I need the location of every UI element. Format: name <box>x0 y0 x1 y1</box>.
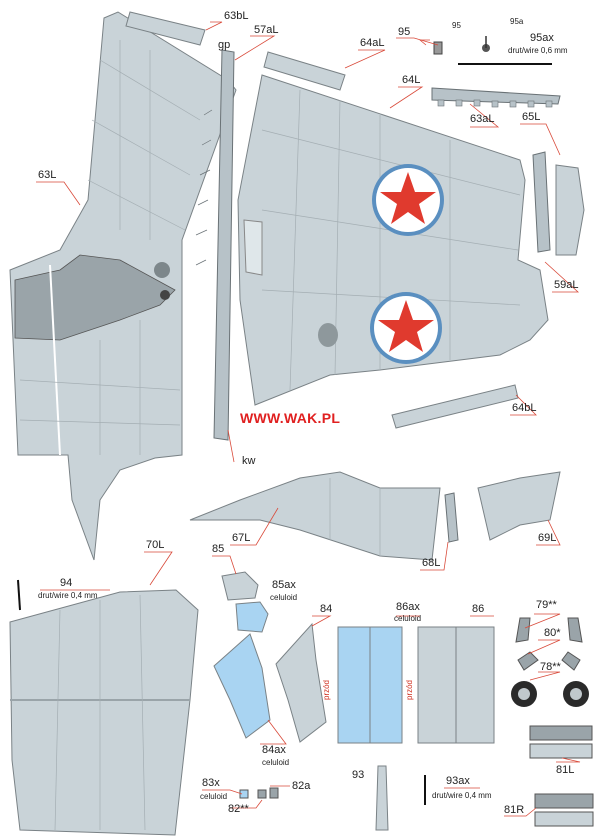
label-64aL: 64aL <box>360 37 385 49</box>
part-64aL <box>263 51 346 91</box>
label-63bL: 63bL <box>224 10 249 22</box>
label-83x: 83x <box>202 777 220 789</box>
part-64L <box>237 74 549 406</box>
label-85: 85 <box>212 543 225 555</box>
label-70L: 70L <box>146 539 165 551</box>
label-84: 84 <box>320 603 333 615</box>
label-86ax: 86ax <box>396 601 420 613</box>
part-63bL <box>125 11 206 46</box>
label-82: 82** <box>228 803 249 815</box>
label-65L: 65L <box>522 111 541 123</box>
label-celuloid-84ax: celuloid <box>262 758 290 767</box>
label-85ax: 85ax <box>272 579 296 591</box>
label-84ax: 84ax <box>262 744 286 756</box>
label-93ax: 93ax <box>446 775 470 787</box>
label-86: 86 <box>472 603 485 615</box>
label-przod-86ax: przód <box>322 679 331 700</box>
label-78: 78** <box>540 661 561 673</box>
label-celuloid-86ax: celuloid <box>394 614 422 623</box>
label-95-top: 95 <box>452 21 461 30</box>
label-80: 80* <box>544 627 561 639</box>
label-81R: 81R <box>504 804 525 816</box>
label-64bL: 64bL <box>512 402 537 414</box>
label-kw: kw <box>242 455 256 467</box>
label-67L: 67L <box>232 532 251 544</box>
label-celuloid-83x: celuloid <box>200 792 228 801</box>
label-95ax: 95ax <box>530 32 554 44</box>
label-93: 93 <box>352 769 365 781</box>
part-70L <box>9 589 199 836</box>
label-82a: 82a <box>292 780 311 792</box>
label-95a: 95a <box>510 17 524 26</box>
label-celuloid-85ax: celuloid <box>270 593 298 602</box>
label-57aL: 57aL <box>254 24 279 36</box>
label-przod-86: przód <box>405 679 414 700</box>
website-watermark[interactable]: WWW.WAK.PL <box>240 410 341 426</box>
part-64bL <box>391 384 519 429</box>
label-63L: 63L <box>38 169 57 181</box>
label-69L: 69L <box>538 532 557 544</box>
label-68L: 68L <box>422 557 441 569</box>
part-65L <box>555 164 585 256</box>
label-93ax-note: drut/wire 0,4 mm <box>432 791 492 800</box>
part-67L <box>189 471 441 561</box>
part-57aL <box>213 49 235 441</box>
label-gp: gp <box>218 39 231 51</box>
label-94: 94 <box>60 577 73 589</box>
label-63aL: 63aL <box>470 113 495 125</box>
label-79: 79** <box>536 599 557 611</box>
part-69L <box>477 471 561 541</box>
label-81L: 81L <box>556 764 575 776</box>
label-95ax-note: drut/wire 0,6 mm <box>508 46 568 55</box>
label-94-note: drut/wire 0,4 mm <box>38 591 98 600</box>
label-64L: 64L <box>402 74 421 86</box>
part-63aL <box>431 87 561 105</box>
label-95: 95 <box>398 26 411 38</box>
label-59aL: 59aL <box>554 279 579 291</box>
